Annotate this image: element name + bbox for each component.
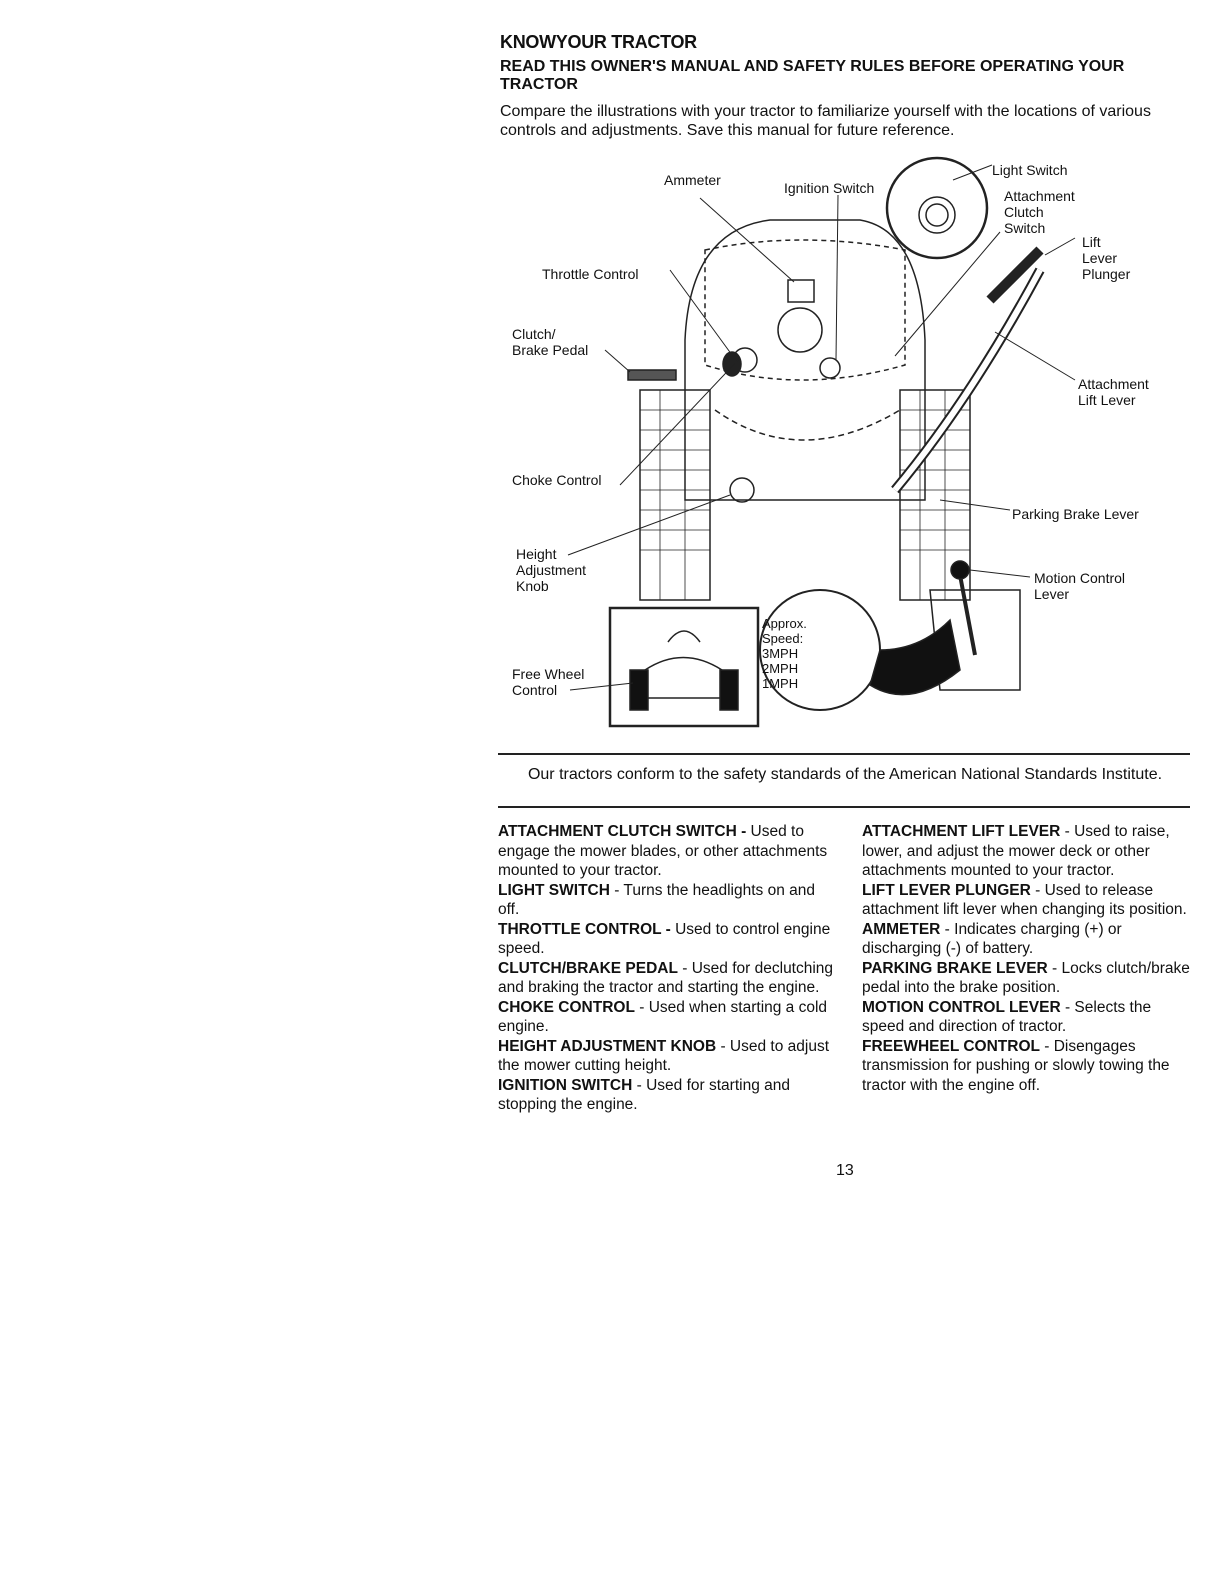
control-description: LIGHT SWITCH - Turns the headlights on a… (498, 881, 838, 920)
label-choke-control: Choke Control (512, 472, 602, 488)
control-description: FREEWHEEL CONTROL - Disengages transmiss… (862, 1037, 1192, 1096)
label-ignition-switch: Ignition Switch (784, 180, 875, 196)
label-clutch-brake-pedal: Clutch/ Brake Pedal (512, 326, 589, 358)
control-term: AMMETER (862, 920, 941, 938)
control-description: HEIGHT ADJUSTMENT KNOB - Used to adjust … (498, 1037, 838, 1076)
label-light-switch: Light Switch (992, 162, 1068, 178)
control-description: PARKING BRAKE LEVER - Locks clutch/brake… (862, 959, 1192, 998)
control-desc: Used to engage the mower blades, or othe… (498, 823, 828, 879)
control-desc: Used to control engine speed. (498, 920, 831, 958)
safety-subtitle: READ THIS OWNER'S MANUAL AND SAFETY RULE… (500, 58, 1125, 93)
right-descriptions: ATTACHMENT LIFT LEVER - Used to raise, l… (862, 822, 1192, 1095)
tractor-drawing (567, 156, 1076, 728)
control-term: CLUTCH/BRAKE PEDAL (498, 959, 678, 977)
control-term: CHOKE CONTROL (498, 998, 635, 1016)
label-ammeter: Ammeter (664, 172, 721, 188)
control-desc: - Used to raise, lower, and adjust the m… (862, 823, 1170, 879)
control-description: IGNITION SWITCH - Used for starting and … (498, 1076, 838, 1115)
tractor-controls-illustration: Ammeter Ignition Switch Light Switch Att… (500, 150, 1190, 740)
control-description: AMMETER - Indicates charging (+) or disc… (862, 920, 1192, 959)
control-description: THROTTLE CONTROL - Used to control engin… (498, 920, 838, 959)
control-term: LIGHT SWITCH (498, 881, 610, 899)
control-desc: - Used for declutching and braking the t… (498, 959, 834, 997)
label-attachment-clutch-switch: Attachment Clutch Switch (1004, 188, 1075, 236)
control-desc: - Disengages transmission for pushing or… (862, 1037, 1170, 1094)
label-height-adjustment-knob: Height Adjustment Knob (516, 546, 587, 594)
label-free-wheel-control: Free Wheel Control (512, 666, 585, 698)
left-descriptions: ATTACHMENT CLUTCH SWITCH - Used to engag… (498, 822, 838, 1115)
right-tire-shape (899, 389, 971, 601)
control-term: MOTION CONTROL LEVER (862, 998, 1061, 1016)
speed-scale-label: Approx. Speed: 3MPH 2MPH 1MPH (762, 616, 807, 691)
control-term: THROTTLE CONTROL - (498, 920, 671, 938)
label-motion-control-lever: Motion Control Lever (1034, 570, 1126, 602)
control-description: ATTACHMENT LIFT LEVER - Used to raise, l… (862, 822, 1192, 881)
ansi-notice: Our tractors conform to the safety stand… (527, 766, 1163, 783)
bottom-divider (498, 806, 1190, 808)
control-desc: - Locks clutch/brake pedal into the brak… (862, 959, 1190, 997)
control-term: LIFT LEVER PLUNGER (862, 881, 1031, 899)
control-term: IGNITION SWITCH (498, 1076, 633, 1094)
left-tire-shape (639, 389, 711, 601)
control-desc: - Indicates charging (+) or discharging … (862, 920, 1122, 958)
control-term: ATTACHMENT LIFT LEVER (862, 823, 1061, 840)
control-description: CHOKE CONTROL - Used when starting a col… (498, 998, 838, 1037)
control-description: LIFT LEVER PLUNGER - Used to release att… (862, 881, 1192, 920)
control-description: CLUTCH/BRAKE PEDAL - Used for declutchin… (498, 959, 838, 998)
label-lift-lever-plunger: Lift Lever Plunger (1082, 234, 1131, 282)
control-desc: - Used when starting a cold engine. (498, 998, 828, 1036)
control-desc: - Turns the headlights on and off. (498, 881, 816, 919)
label-attachment-lift-lever: Attachment Lift Lever (1078, 376, 1149, 408)
control-desc: - Used for starting and stopping the eng… (498, 1076, 790, 1114)
label-parking-brake-lever: Parking Brake Lever (1012, 506, 1139, 522)
control-term: FREEWHEEL CONTROL (862, 1037, 1040, 1055)
intro-paragraph: Compare the illustrations with your trac… (500, 103, 1151, 139)
control-term: ATTACHMENT CLUTCH SWITCH - (498, 823, 747, 840)
control-desc: - Selects the speed and direction of tra… (862, 998, 1152, 1036)
top-divider (498, 753, 1190, 755)
page-number: 13 (836, 1162, 854, 1179)
control-term: HEIGHT ADJUSTMENT KNOB (498, 1037, 717, 1055)
control-desc: - Used to adjust the mower cutting heigh… (498, 1037, 830, 1075)
control-term: PARKING BRAKE LEVER (862, 959, 1048, 977)
label-throttle-control: Throttle Control (542, 266, 639, 282)
control-description: ATTACHMENT CLUTCH SWITCH - Used to engag… (498, 822, 838, 881)
control-description: MOTION CONTROL LEVER - Selects the speed… (862, 998, 1192, 1037)
page-title: KNOWYOUR TRACTOR (500, 32, 697, 52)
control-desc: - Used to release attachment lift lever … (862, 881, 1187, 919)
